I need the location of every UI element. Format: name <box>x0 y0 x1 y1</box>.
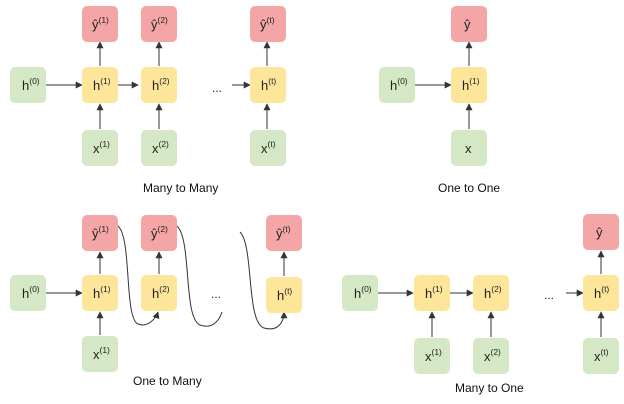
diagram-many-to-one: h(0) h(1) h(2) ... h(t) x(1) x(2) x(t) ŷ… <box>342 214 619 395</box>
caption-one-to-one: One to One <box>438 181 500 195</box>
node-label: h(2) <box>484 284 502 301</box>
node-label: ŷ(1) <box>92 15 109 32</box>
node-h1 <box>82 275 118 311</box>
caption-one-to-many: One to Many <box>133 374 202 388</box>
node-x1 <box>414 338 450 374</box>
node-h0 <box>379 67 415 103</box>
node-label: h(0) <box>354 284 372 301</box>
node-label: h(0) <box>22 76 40 93</box>
node-label: ŷ(2) <box>151 224 168 241</box>
node-h2 <box>473 275 509 311</box>
diagram-one-to-many: h(0) h(1) h(2) ... h(t) x(1) ŷ(1) ŷ(2) ŷ… <box>10 215 302 388</box>
node-label: x(1) <box>93 139 110 156</box>
feedback-edge <box>117 225 160 326</box>
node-yhatt <box>250 6 286 42</box>
node-label: h(1) <box>425 284 443 301</box>
node-label: h(t) <box>277 286 292 303</box>
node-label: h(0) <box>22 284 40 301</box>
node-x <box>451 130 487 166</box>
node-label: x(t) <box>594 347 609 364</box>
node-xt <box>583 338 619 374</box>
node-label: h(2) <box>152 284 170 301</box>
node-label: x(2) <box>152 139 169 156</box>
node-label: ŷ <box>464 17 471 32</box>
node-label: h(0) <box>390 76 408 93</box>
node-h0 <box>10 275 46 311</box>
node-label: ŷ <box>596 225 603 240</box>
node-label: ŷ(1) <box>92 224 109 241</box>
node-yhat2 <box>141 6 177 42</box>
node-label: x <box>465 141 472 156</box>
node-ht <box>266 277 302 313</box>
node-label: h(t) <box>594 284 609 301</box>
node-label: ŷ(2) <box>151 15 168 32</box>
node-label: x(1) <box>93 345 110 362</box>
node-label: x(t) <box>261 139 276 156</box>
node-label: h(1) <box>93 284 111 301</box>
node-yhat1 <box>82 215 118 251</box>
node-h0 <box>342 275 378 311</box>
node-x2 <box>141 130 177 166</box>
node-label: ŷ(t) <box>276 224 291 241</box>
node-yhat2 <box>141 215 177 251</box>
node-label: x(1) <box>425 347 442 364</box>
node-x2 <box>473 338 509 374</box>
node-yhatt <box>266 215 302 251</box>
node-h1 <box>414 275 450 311</box>
node-x1 <box>82 130 118 166</box>
node-h2 <box>141 275 177 311</box>
ellipsis: ... <box>212 81 222 95</box>
ellipsis: ... <box>544 288 554 302</box>
node-label: x(2) <box>484 347 501 364</box>
node-label: ŷ(t) <box>260 15 275 32</box>
diagram-one-to-one: h(0) h(1) x ŷ One to One <box>379 6 500 195</box>
node-yhat <box>451 6 487 42</box>
node-label: h(t) <box>261 76 276 93</box>
feedback-edge <box>176 225 223 327</box>
node-ht <box>250 67 286 103</box>
feedback-edge <box>239 231 288 330</box>
node-h1 <box>451 67 487 103</box>
node-label: h(2) <box>152 76 170 93</box>
node-h0 <box>10 67 46 103</box>
node-yhat <box>583 214 619 250</box>
diagram-many-to-many: h(0) h(1) h(2) ... h(t) x(1) x(2) x(t) ŷ… <box>10 6 286 195</box>
node-h2 <box>141 67 177 103</box>
node-label: h(1) <box>93 76 111 93</box>
node-h1 <box>82 67 118 103</box>
node-ht <box>583 275 619 311</box>
node-label: h(1) <box>462 76 480 93</box>
node-x1 <box>82 336 118 372</box>
node-xt <box>250 130 286 166</box>
caption-many-to-many: Many to Many <box>143 181 218 195</box>
node-yhat1 <box>82 6 118 42</box>
ellipsis: ... <box>211 287 221 301</box>
caption-many-to-one: Many to One <box>455 381 524 395</box>
